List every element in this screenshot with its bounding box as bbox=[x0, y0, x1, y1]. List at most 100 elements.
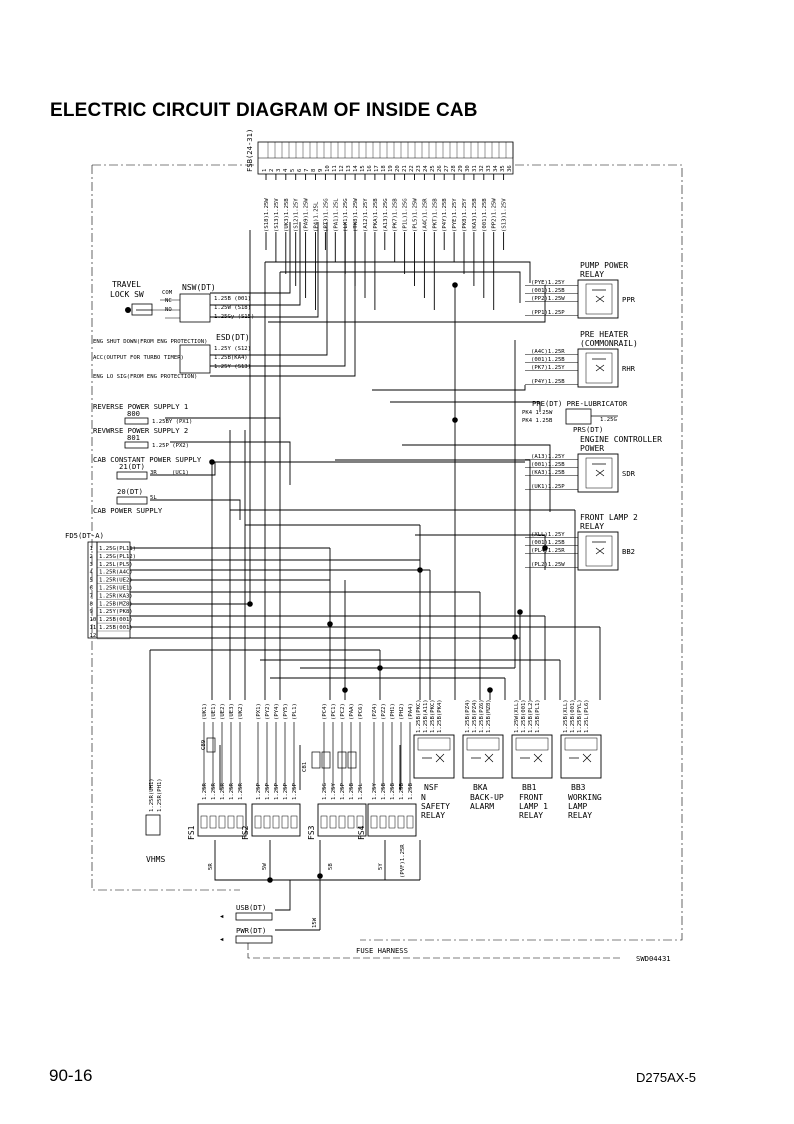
wire-15w: 15W bbox=[312, 917, 318, 928]
fsb-pin-number: 23 bbox=[416, 165, 422, 172]
svg-text:(001)1.25B: (001)1.25B bbox=[531, 288, 565, 294]
svg-text:RELAY: RELAY bbox=[580, 270, 604, 279]
svg-text:BACK-UP: BACK-UP bbox=[470, 793, 504, 802]
fsb-wire-label: (PA9)1.25W bbox=[304, 198, 310, 232]
fsb-pin-number: 10 bbox=[325, 165, 331, 172]
fsb-pin-number: 34 bbox=[493, 165, 499, 172]
relay-bb1: 1.25W(XLL)1.25B(001)1.25B(PL2)1.25B(PL1)… bbox=[511, 699, 553, 820]
svg-text:5L: 5L bbox=[150, 495, 157, 501]
svg-text:1.25W (S18): 1.25W (S18) bbox=[214, 305, 251, 311]
model-number: D275AX-5 bbox=[636, 1070, 696, 1085]
svg-text:(PL2)1.25W: (PL2)1.25W bbox=[531, 562, 565, 568]
fsb-wire-label: (001)1.25B bbox=[482, 198, 488, 232]
fsb-pin-number: 5 bbox=[290, 169, 296, 172]
svg-text:TRAVEL: TRAVEL bbox=[112, 280, 141, 289]
svg-text:ENG LO SIG(FROM ENG PROTECTION: ENG LO SIG(FROM ENG PROTECTION) bbox=[93, 374, 197, 380]
svg-text:1.25B: 1.25B bbox=[408, 783, 414, 800]
fd5-wire: 1.25L(PL5) bbox=[99, 562, 133, 568]
svg-text:(PC1): (PC1) bbox=[331, 703, 337, 720]
svg-text:(PC4): (PC4) bbox=[322, 703, 328, 720]
fsb-pin-number: 6 bbox=[297, 169, 303, 172]
svg-text:1.25R(UH1): 1.25R(UH1) bbox=[149, 778, 155, 812]
fsb-pin-number: 25 bbox=[430, 165, 436, 172]
svg-text:1.25BY (PX1): 1.25BY (PX1) bbox=[152, 419, 192, 425]
svg-text:(PH1): (PH1) bbox=[390, 703, 396, 720]
svg-text:ACC(OUTPUT FOR TURBO TIMER): ACC(OUTPUT FOR TURBO TIMER) bbox=[93, 355, 184, 361]
svg-text:1.25B: 1.25B bbox=[399, 783, 405, 800]
svg-text:1.25P (PX2): 1.25P (PX2) bbox=[152, 443, 189, 449]
fsb-pin-number: 36 bbox=[507, 165, 513, 172]
svg-text:PRE HEATER: PRE HEATER bbox=[580, 330, 628, 339]
relay-bka: 1.25B(PZ4)1.25B(PZ4)1.25B(PZ6)1.25B(MZ8)… bbox=[462, 699, 504, 811]
fsb-wire-label: (S18)1.25W bbox=[264, 198, 270, 232]
svg-text:1.25P: 1.25P bbox=[283, 783, 289, 800]
fsb-wire-label: (PK8)1.25Y bbox=[462, 198, 468, 232]
svg-text:FD5(DT-A): FD5(DT-A) bbox=[65, 531, 104, 540]
svg-text:CB9: CB9 bbox=[201, 740, 207, 750]
svg-text:RELAY: RELAY bbox=[421, 811, 445, 820]
svg-text:(UE3): (UE3) bbox=[229, 703, 235, 720]
relay-nsf: 1.25B(PKC)1.25B(A11)1.25B(PKC)1.25B(PK4)… bbox=[413, 699, 455, 820]
svg-text:(001)1.25B: (001)1.25B bbox=[531, 357, 565, 363]
fd5-wire: 1.25G(PL12) bbox=[99, 554, 136, 560]
fsb-pin-number: 7 bbox=[304, 169, 310, 172]
svg-text:1.25B(MZ8): 1.25B(MZ8) bbox=[486, 699, 492, 733]
svg-text:USB(DT): USB(DT) bbox=[236, 903, 266, 912]
usb-connector: USB(DT) ◀ bbox=[220, 903, 273, 921]
reverse-power-supply-1: REVERSE POWER SUPPLY 1 800 1.25BY (PX1) bbox=[93, 402, 192, 425]
svg-text:LAMP: LAMP bbox=[568, 802, 587, 811]
svg-text:(KA3)1.25B: (KA3)1.25B bbox=[531, 470, 565, 476]
svg-text:1.25B(PYL): 1.25B(PYL) bbox=[577, 699, 583, 733]
fsb-pin-number: 1 bbox=[262, 169, 268, 172]
fsb-wire-label: (KA3)1.25B bbox=[472, 198, 478, 232]
svg-text:FRONT: FRONT bbox=[519, 793, 543, 802]
svg-text:1.25G: 1.25G bbox=[322, 783, 328, 800]
svg-text:(UK1)1.25P: (UK1)1.25P bbox=[531, 484, 565, 490]
svg-text:(A4C)1.25R: (A4C)1.25R bbox=[531, 349, 565, 355]
svg-text:(PZ4): (PZ4) bbox=[372, 703, 378, 720]
svg-text:BKA: BKA bbox=[473, 783, 488, 792]
svg-text:1.25B(PZ4): 1.25B(PZ4) bbox=[465, 699, 471, 733]
relay-ppr: PUMP POWERRELAYPPR(PYE)1.25Y(001)1.25B(P… bbox=[525, 261, 636, 319]
fsb-pin-number: 28 bbox=[451, 165, 457, 172]
svg-text:(PY2): (PY2) bbox=[265, 703, 271, 720]
fsb-wire-label: (PL5)1.25W bbox=[413, 198, 419, 232]
fsb-wire-label: (P4Y)1.25B bbox=[442, 198, 448, 232]
fsb-pin-number: 33 bbox=[486, 165, 492, 172]
svg-text:1.25B: 1.25B bbox=[390, 783, 396, 800]
fsb-pin-number: 17 bbox=[374, 165, 380, 172]
fd5-pin: 8 bbox=[90, 601, 94, 607]
fsb-wire-label: (S12)1.25Y bbox=[294, 198, 300, 232]
fd5-pin: 6 bbox=[90, 586, 93, 592]
svg-text:(PP1)1.25P: (PP1)1.25P bbox=[531, 310, 565, 316]
svg-text:SDR: SDR bbox=[622, 469, 636, 478]
svg-text:FS1: FS1 bbox=[187, 825, 196, 840]
svg-text:RELAY: RELAY bbox=[580, 522, 604, 531]
svg-text:N: N bbox=[421, 793, 426, 802]
fsb-wire-label: (PKT)1.25B bbox=[432, 198, 438, 232]
fsb-pin-number: 2 bbox=[269, 169, 275, 172]
svg-text:5R: 5R bbox=[208, 863, 214, 870]
fd5-wire: 1.25B(MZ8) bbox=[99, 601, 133, 607]
fsb-wire-label: (PA1)1.25L bbox=[333, 198, 339, 232]
svg-text:1.25Y (S12): 1.25Y (S12) bbox=[214, 346, 251, 352]
reverse-power-supply-2: REVWRSE POWER SUPPLY 2 801 1.25P (PX2) bbox=[93, 426, 189, 449]
svg-text:1.25R: 1.25R bbox=[202, 783, 208, 800]
svg-text:1.25R: 1.25R bbox=[229, 783, 235, 800]
fsb-pin-number: 9 bbox=[318, 169, 324, 172]
fsb-pin-number: 22 bbox=[409, 165, 415, 172]
fd5-wire: 1.25R(A4C) bbox=[99, 570, 133, 576]
fsb-wire-label: (A12)1.25Y bbox=[363, 198, 369, 232]
svg-text:(PYE)1.25Y: (PYE)1.25Y bbox=[531, 280, 565, 286]
svg-text:1.25W(XLL): 1.25W(XLL) bbox=[514, 699, 520, 733]
svg-text:(PZ2): (PZ2) bbox=[381, 703, 387, 720]
svg-text:5B: 5B bbox=[328, 863, 334, 870]
svg-text:1.25B(PL2): 1.25B(PL2) bbox=[528, 699, 534, 733]
svg-text:(PY4): (PY4) bbox=[274, 703, 280, 720]
svg-text:WORKING: WORKING bbox=[568, 793, 602, 802]
fuse-harness-label: FUSE HARNESS bbox=[356, 946, 408, 955]
svg-text:PK4 1.25B: PK4 1.25B bbox=[522, 418, 553, 424]
